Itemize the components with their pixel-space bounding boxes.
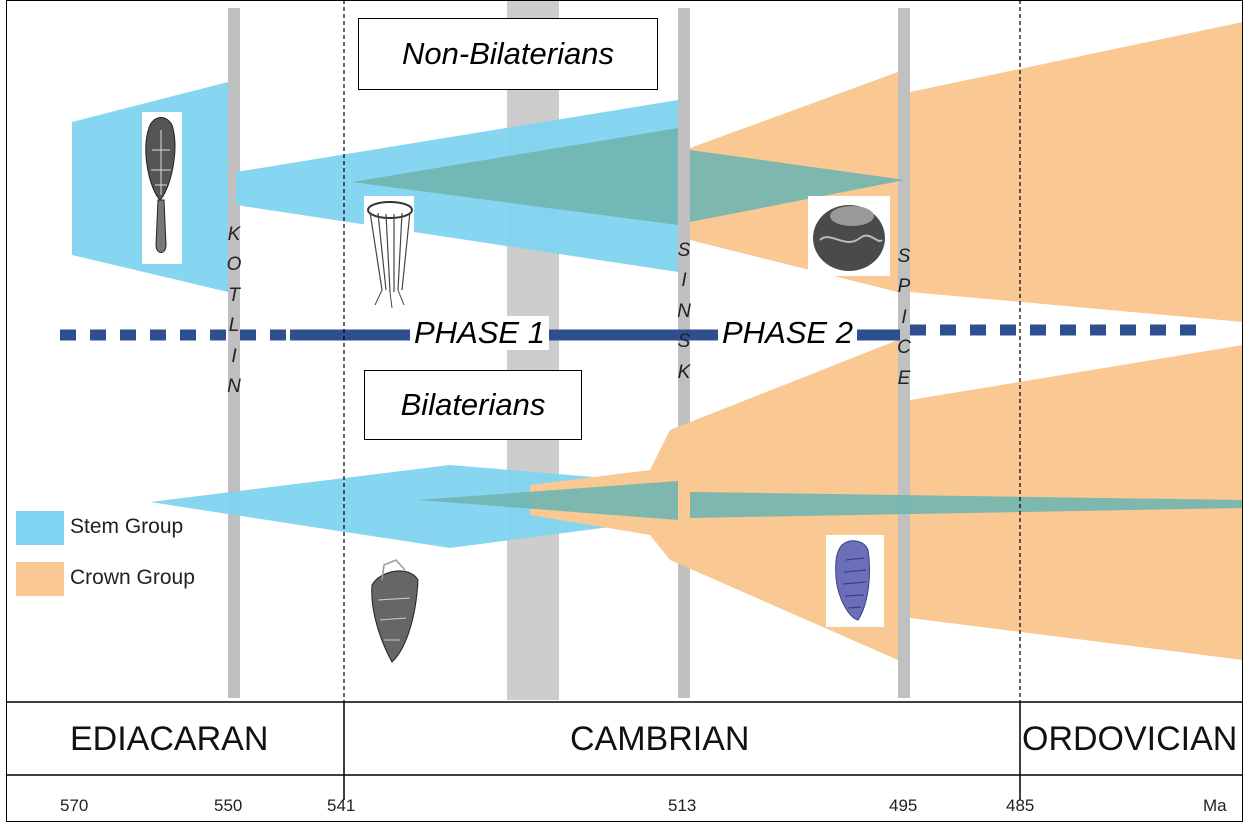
legend-stem-swatch: [16, 511, 64, 545]
tick-513: 513: [668, 796, 697, 815]
crown-wedge-upper-ordovician: [910, 22, 1243, 322]
period-cambrian: CAMBRIAN: [570, 720, 750, 758]
spice-letter: P: [897, 276, 911, 298]
spice-letter: I: [901, 306, 907, 328]
tick-550: 550: [214, 796, 243, 815]
crown-overlap-upper: [352, 128, 678, 225]
tick-570: 570: [60, 796, 89, 815]
period-ediacaran: EDIACARAN: [70, 720, 269, 758]
spice-letter: E: [897, 367, 911, 389]
sinsk-letter: N: [677, 300, 691, 322]
diagram-frame: [6, 0, 1243, 822]
kotlin-letter: I: [231, 345, 237, 367]
tick-541: 541: [327, 796, 356, 815]
kotlin-event-label: K O T L I N: [224, 220, 244, 402]
tick-495: 495: [889, 796, 918, 815]
legend-stem-label: Stem Group: [70, 515, 184, 538]
legend-crown-swatch: [16, 562, 64, 596]
tick-unit-ma: Ma: [1203, 796, 1227, 815]
period-band: [6, 702, 1243, 822]
non-bilaterians-label: Non-Bilaterians: [358, 18, 658, 90]
crown-overlap-lower-tail: [690, 492, 1243, 518]
phase-2-label: PHASE 2: [718, 316, 857, 350]
spice-event-label: S P I C E: [894, 242, 914, 394]
kotlin-letter: K: [227, 224, 241, 245]
kotlin-letter: N: [227, 376, 241, 398]
early-cambrian-gray-band: [507, 0, 559, 700]
period-ordovician: ORDOVICIAN: [1022, 720, 1238, 758]
trilobite-fossil-image: [826, 535, 884, 627]
bilaterians-label: Bilaterians: [364, 370, 582, 440]
charnia-fossil-image: [142, 112, 182, 264]
tick-485: 485: [1006, 796, 1035, 815]
crown-overlap-lower: [418, 481, 678, 520]
sinsk-letter: K: [677, 361, 691, 383]
sinsk-letter: I: [681, 270, 687, 292]
sinsk-letter: S: [677, 331, 691, 353]
phase-1-label: PHASE 1: [410, 316, 549, 350]
spice-letter: S: [897, 246, 911, 267]
jellyfish-fossil-image: [364, 196, 414, 311]
kotlin-letter: T: [228, 284, 240, 306]
spice-letter: C: [897, 337, 911, 359]
archaeocyath-fossil-image: [364, 555, 422, 667]
sinsk-letter: S: [677, 240, 691, 261]
sponge-fossil-image: [808, 196, 890, 276]
kotlin-letter: L: [228, 315, 240, 337]
crown-overlap-upper-phase2: [690, 150, 905, 222]
sinsk-event-label: S I N S K: [674, 236, 694, 388]
kotlin-letter: O: [226, 254, 242, 276]
legend-crown-label: Crown Group: [70, 566, 195, 589]
